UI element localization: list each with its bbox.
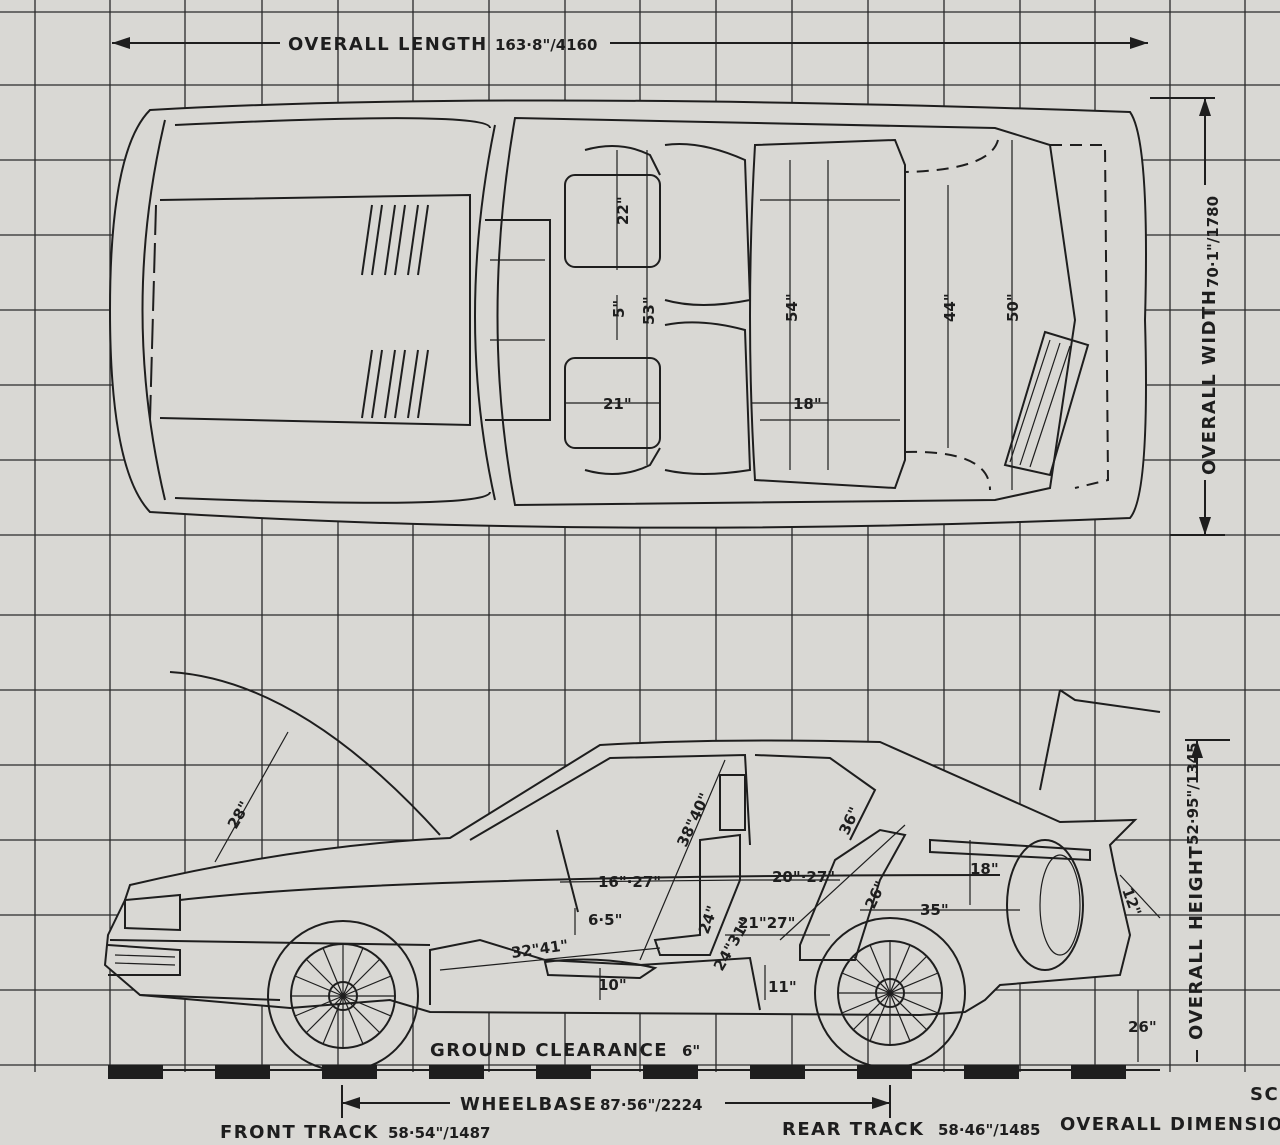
rear-track-value: 58·46"/1485 [938, 1121, 1041, 1139]
overall-length-label: OVERALL LENGTH [288, 34, 488, 55]
top-view-car [108, 99, 1147, 529]
dim-front-seat-to-door: 53" [640, 296, 658, 325]
dim-rear-floor: 11" [768, 978, 797, 996]
overall-width-value: 70·1"/1780 [1204, 196, 1222, 288]
scale-label: SC [1250, 1084, 1279, 1105]
overall-height-label: OVERALL HEIGHT [1186, 845, 1207, 1040]
dim-rear-seat-width: 54" [783, 293, 801, 322]
dim-rear-knee: 21"27" [738, 914, 795, 932]
side-view-dim-lines [214, 731, 1161, 1062]
overall-height-value: 52·95"/1345 [1184, 743, 1202, 846]
ground-clearance-label: GROUND CLEARANCE [430, 1040, 668, 1061]
dim-steering-to-seat: 6·5" [588, 911, 622, 929]
rear-track-label: REAR TRACK [782, 1119, 924, 1140]
rear-wheel [814, 917, 966, 1069]
top-view-dims: 22" 5" 53" 21" 54" 18" 44" 50" [603, 196, 1022, 413]
overall-width-dimension: OVERALL WIDTH 70·1"/1780 [1150, 97, 1225, 536]
wheelbase-value: 87·56"/2224 [600, 1096, 703, 1114]
dim-front-seat-width: 21" [603, 395, 632, 413]
dim-front-legroom: 16"·27" [598, 873, 661, 891]
wheelbase-label: WHEELBASE [460, 1094, 597, 1115]
dim-boot-height: 18" [970, 860, 999, 878]
dim-bonnet-angle: 28" [224, 798, 254, 832]
dim-front-seat-length: 22" [614, 196, 632, 225]
dim-boot-length: 35" [920, 901, 949, 919]
dim-sill-height: 26" [1128, 1018, 1157, 1036]
ground-clearance-value: 6" [682, 1042, 700, 1060]
overall-height-dimension: OVERALL HEIGHT 52·95"/1345 [1184, 739, 1230, 1062]
overall-length-dimension: OVERALL LENGTH 163·8"/4160 [112, 34, 1148, 55]
front-track-value: 58·54"/1487 [388, 1124, 491, 1142]
front-track-label: FRONT TRACK [220, 1122, 379, 1143]
dim-rear-seat-depth: 18" [793, 395, 822, 413]
overall-length-value: 163·8"/4160 [495, 36, 598, 54]
scale-bar [108, 1065, 1160, 1079]
wheelbase-dimension: WHEELBASE 87·56"/2224 [341, 1085, 891, 1118]
overall-width-label: OVERALL WIDTH [1199, 289, 1220, 475]
dim-floor-to-seat: 10" [598, 976, 627, 994]
side-view-car [103, 671, 1161, 1072]
front-wheel [267, 920, 419, 1072]
dim-boot-width: 44" [941, 293, 959, 322]
overall-dimensions-label: OVERALL DIMENSIONS [1060, 1114, 1280, 1135]
dim-rear-legroom: 20"·27" [772, 868, 835, 886]
dim-boot-overall: 50" [1004, 293, 1022, 322]
dim-front-seat-gap: 5" [610, 300, 628, 318]
